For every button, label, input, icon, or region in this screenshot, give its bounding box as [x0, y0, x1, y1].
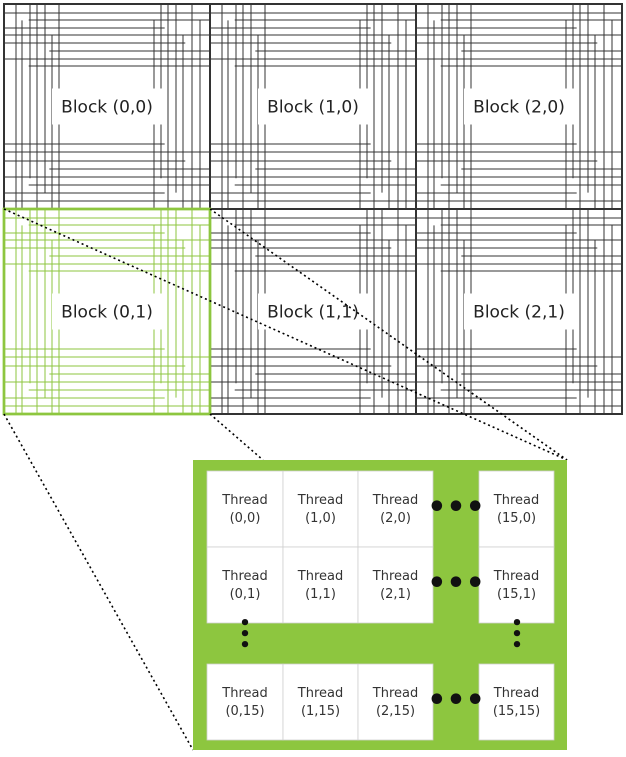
block-label: Block (0,0) — [61, 98, 153, 118]
vertical-dot: • — [239, 635, 251, 656]
thread-cell-box — [357, 663, 434, 741]
zoom-connector-line — [3, 208, 568, 461]
thread-label: Thread — [372, 686, 418, 701]
thread-index: (0,0) — [230, 511, 261, 526]
thread-label: Thread — [372, 569, 418, 584]
thread-index: (1,15) — [301, 704, 340, 719]
block-border — [415, 208, 623, 415]
thread-label: Thread — [493, 493, 539, 508]
thread-index: (15,1) — [497, 587, 536, 602]
thread-cell: Thread (0,1) — [206, 546, 284, 624]
thread-cell-box — [357, 470, 434, 548]
thread-cell-box — [357, 546, 434, 624]
block-cell: Block (0,1) — [2, 207, 212, 416]
block-label: Block (0,1) — [61, 303, 153, 323]
block-label: Block (2,1) — [473, 303, 565, 323]
vertical-ellipsis: ••• — [239, 613, 251, 656]
thread-index: (2,0) — [380, 511, 411, 526]
thread-cell-box — [282, 663, 359, 741]
thread-cell-box — [206, 546, 284, 624]
vertical-dot: • — [511, 613, 523, 634]
block-label-bg — [52, 293, 162, 330]
horizontal-ellipsis: ••• — [427, 566, 485, 601]
thread-cell: Thread (2,0) — [357, 470, 434, 548]
block-cell: Block (2,0) — [415, 3, 623, 210]
thread-cell: Thread (1,15) — [282, 663, 359, 741]
horizontal-ellipsis: ••• — [427, 683, 485, 718]
block-label: Block (2,0) — [473, 98, 565, 118]
thread-cell: Thread (2,1) — [357, 546, 434, 624]
thread-label: Thread — [221, 569, 267, 584]
thread-label: Thread — [297, 493, 343, 508]
thread-index: (15,0) — [497, 511, 536, 526]
thread-cell: Thread (0,0) — [206, 470, 284, 548]
block-cell: Block (0,0) — [3, 3, 211, 210]
thread-cell: Thread (2,15) — [357, 663, 434, 741]
thread-index: (15,15) — [493, 704, 540, 719]
block-label-bg — [464, 88, 574, 125]
thread-cell-box — [282, 470, 359, 548]
block-label: Block (1,0) — [267, 98, 359, 118]
thread-index: (0,1) — [230, 587, 261, 602]
block-cell: Block (2,1) — [415, 208, 623, 415]
thread-label: Thread — [493, 569, 539, 584]
thread-index: (1,1) — [305, 587, 336, 602]
thread-index: (2,1) — [380, 587, 411, 602]
thread-cell: Thread (15,15) — [478, 663, 555, 741]
zoom-connector-line — [209, 413, 264, 461]
vertical-ellipsis: ••• — [511, 613, 523, 656]
thread-cell: Thread (0,15) — [206, 663, 284, 741]
thread-cell: Thread (1,0) — [282, 470, 359, 548]
thread-cell-box — [478, 546, 555, 624]
block-label-bg — [258, 293, 368, 330]
thread-cell: Thread (15,1) — [478, 546, 555, 624]
thread-label: Thread — [221, 493, 267, 508]
block-cell: Block (1,1) — [209, 208, 417, 415]
block-label-bg — [258, 88, 368, 125]
thread-panel: Thread (0,0) Thread (1,0) Thread (2,0) Thread (… — [193, 460, 567, 750]
thread-index: (1,0) — [305, 511, 336, 526]
thread-label: Thread — [297, 569, 343, 584]
vertical-dot: • — [511, 624, 523, 645]
thread-label: Thread — [372, 493, 418, 508]
thread-cell-box — [478, 663, 555, 741]
thread-label: Thread — [493, 686, 539, 701]
block-grid: Block (0,0) Block (1,0) Block (2,0) Block (… — [2, 3, 623, 416]
thread-cell: Thread (1,1) — [282, 546, 359, 624]
thread-cell-box — [478, 470, 555, 548]
thread-cell-box — [206, 470, 284, 548]
vertical-dot: • — [239, 613, 251, 634]
thread-cell-box — [282, 546, 359, 624]
highlighted-block-frame — [2, 207, 212, 416]
thread-cell: Thread (15,0) — [478, 470, 555, 548]
thread-index: (2,15) — [376, 704, 415, 719]
block-label-bg — [464, 293, 574, 330]
block-cell: Block (1,0) — [209, 3, 417, 210]
zoom-connector-line — [3, 413, 194, 751]
vertical-dot: • — [511, 635, 523, 656]
thread-label: Thread — [297, 686, 343, 701]
vertical-dot: • — [239, 624, 251, 645]
thread-label: Thread — [221, 686, 267, 701]
block-label: Block (1,1) — [267, 303, 359, 323]
horizontal-ellipsis: ••• — [427, 490, 485, 525]
block-label-bg — [52, 88, 162, 125]
zoom-connectors — [3, 208, 568, 751]
thread-cell-box — [206, 663, 284, 741]
thread-index: (0,15) — [225, 704, 264, 719]
